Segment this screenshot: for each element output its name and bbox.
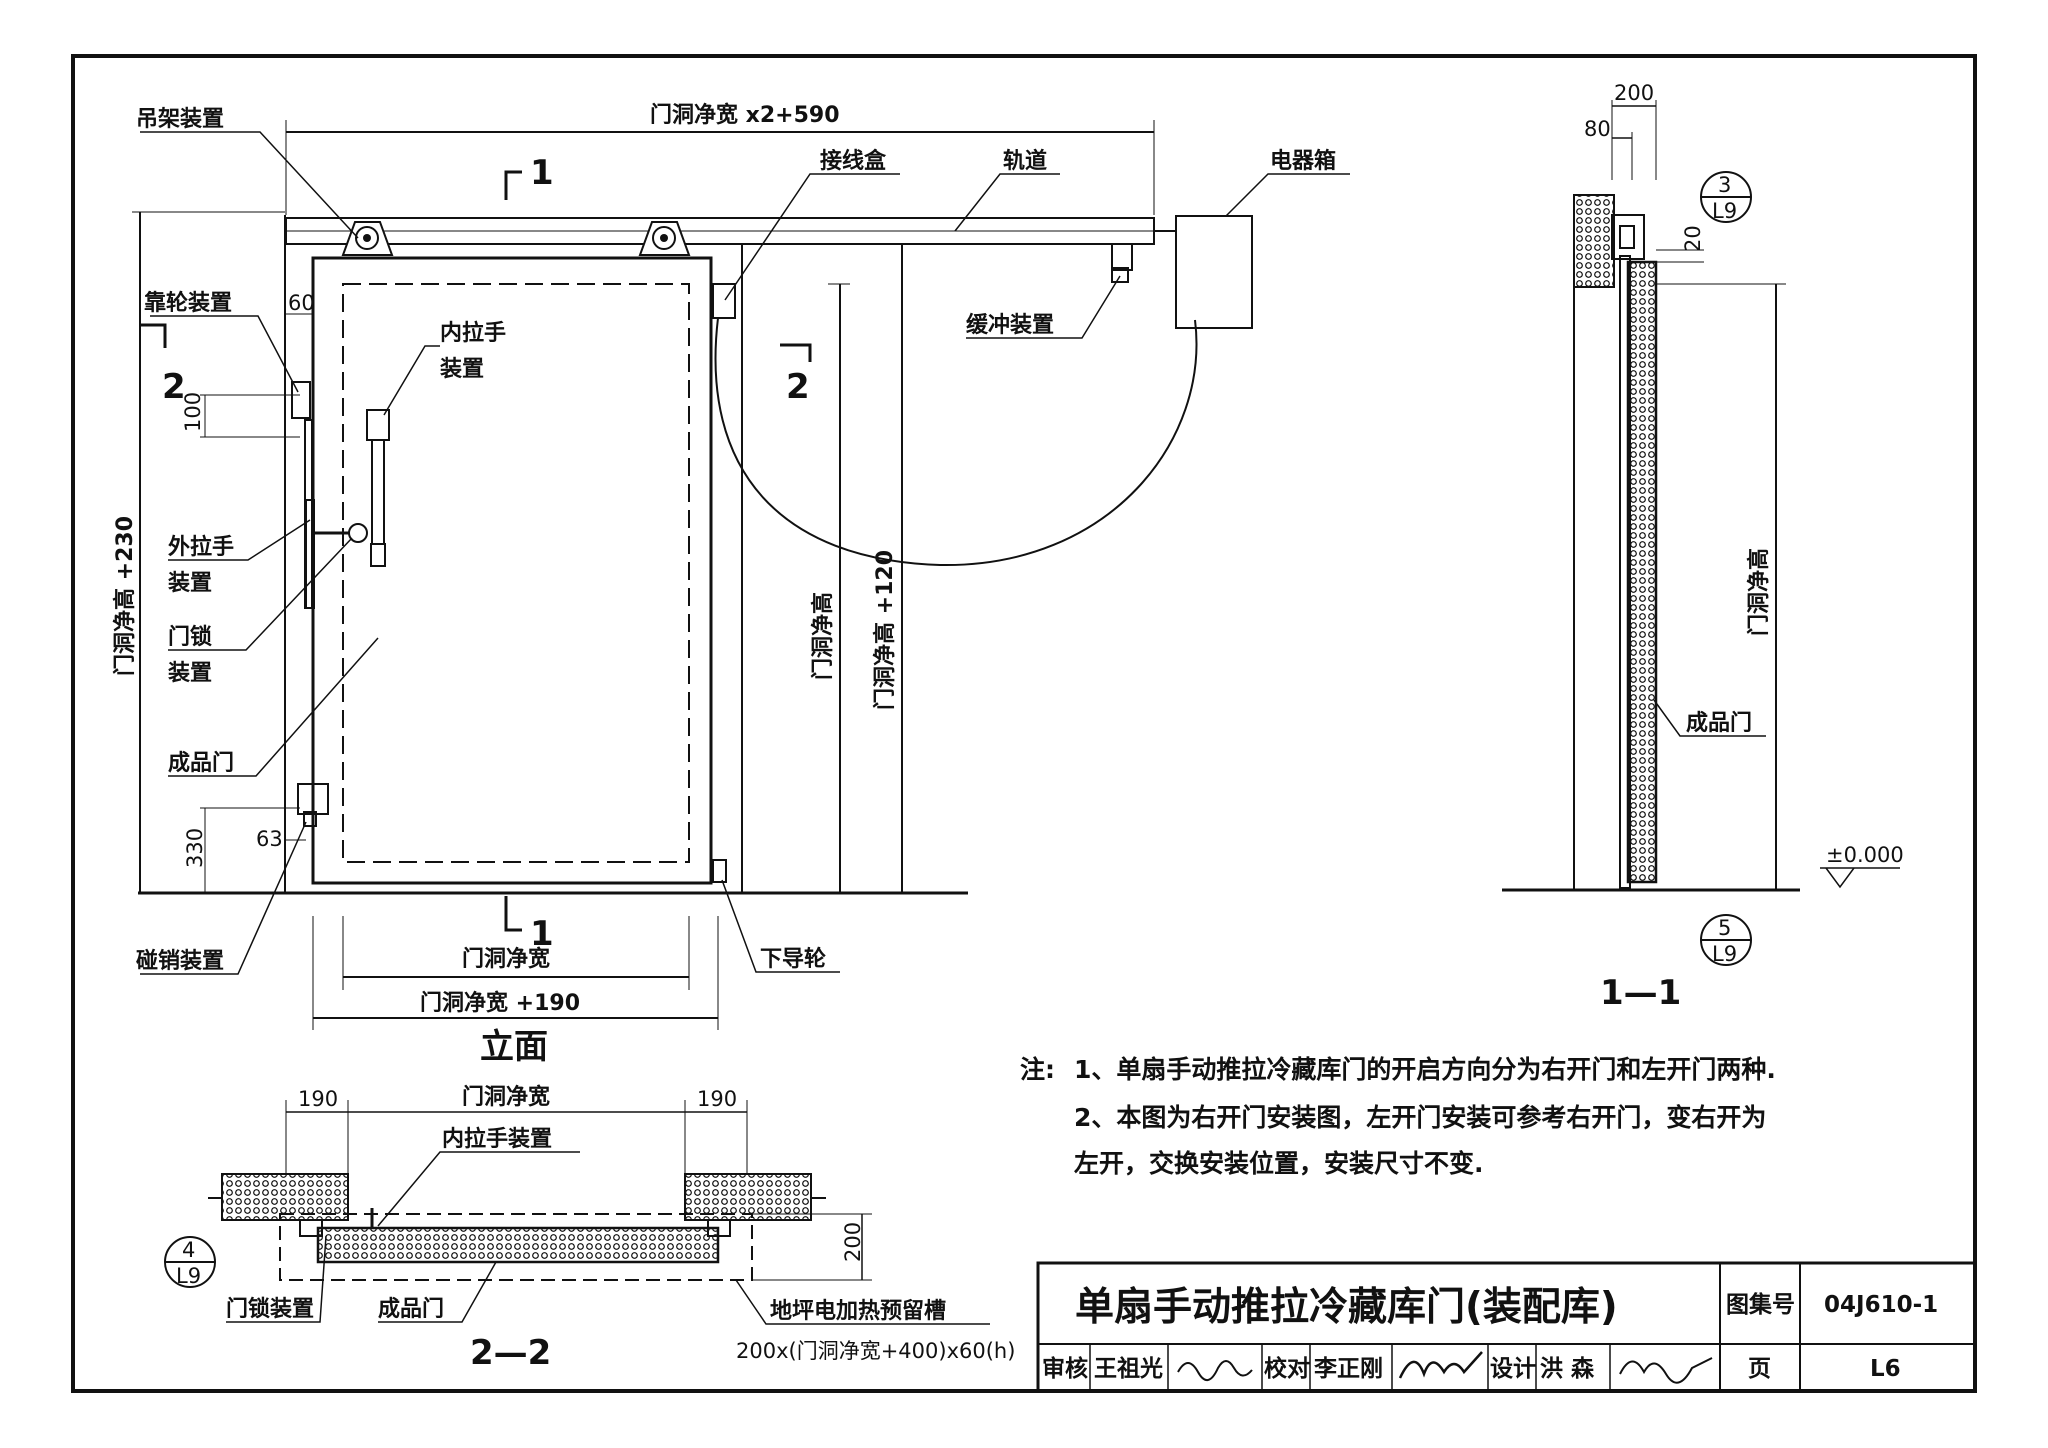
dim-190-left: 190: [298, 1087, 338, 1111]
dim-left-height: 门洞净高 +230: [112, 516, 138, 676]
reviewer-signature: [1177, 1360, 1253, 1381]
label-guide-wheel-device: 靠轮装置: [144, 290, 232, 316]
svg-text:5: 5: [1718, 916, 1731, 940]
dim-2-2-200: 200: [841, 1222, 865, 1262]
page-number: L6: [1870, 1356, 1901, 1382]
section-2-2-view: 190 190 门洞净宽 200 4 L9 内拉手装置 门锁装置 成品门 地坪电…: [164, 1084, 1015, 1373]
outer-handle: [305, 499, 315, 609]
notes-prefix: 注:: [1020, 1055, 1055, 1084]
label-outer-handle-2: 装置: [168, 571, 212, 596]
atlas-label: 图集号: [1726, 1291, 1795, 1318]
cable-arc: [714, 317, 1198, 567]
label-inner-handle-1: 内拉手: [440, 320, 506, 346]
dim-200: 200: [1614, 81, 1654, 105]
label-1-1-opening-height: 门洞净高: [1746, 548, 1772, 636]
svg-text:L9: L9: [1712, 942, 1737, 966]
label-heating-slot: 地坪电加热预留槽: [770, 1298, 946, 1324]
svg-text:L9: L9: [1712, 199, 1737, 223]
dim-80: 80: [1584, 117, 1611, 141]
dim-60: 60: [288, 291, 315, 315]
electric-box: [1175, 215, 1253, 329]
section-1-1-view: 200 80 20 3 L9 5 L9 门洞净高 成品门 ±0.000 1—1: [1502, 81, 1904, 1013]
section-2-2-title: 2—2: [470, 1333, 551, 1373]
review-label: 审核: [1042, 1355, 1088, 1382]
dim-100: 100: [181, 392, 205, 432]
level-mark: ±0.000: [1826, 843, 1904, 867]
dim-63: 63: [256, 827, 283, 851]
ref-4-L9: 4 L9: [164, 1236, 216, 1288]
note-line-1: 1、单扇手动推拉冷藏库门的开启方向分为右开门和左开门两种.: [1074, 1055, 1776, 1084]
sheet-border: [71, 54, 1977, 1393]
dim-330: 330: [183, 828, 207, 868]
door-inner-outline: [342, 283, 690, 863]
label-lower-guide-wheel: 下导轮: [760, 946, 826, 972]
label-track: 轨道: [1003, 148, 1047, 174]
dim-opening-height: 门洞净高: [810, 592, 836, 680]
section-mark-2-right: 2: [786, 367, 810, 407]
label-buffer: 缓冲装置: [966, 312, 1054, 338]
wall-panel-hatch: [1573, 194, 1615, 288]
label-outer-handle-1: 外拉手: [168, 534, 234, 560]
section-mark-1-top: 1: [530, 153, 554, 193]
guide-wheel-device: [291, 381, 311, 419]
finished-door-panel: [311, 256, 713, 885]
label-door-lock-2: 装置: [168, 661, 212, 686]
hanger-wheel-right: [638, 221, 691, 256]
label-inner-handle-2: 装置: [440, 357, 484, 382]
section-mark-2-left: 2: [162, 367, 186, 407]
title-block: 单扇手动推拉冷藏库门(装配库) 图集号 04J610-1 页 L6 审核 王祖光…: [1036, 1261, 1977, 1393]
junction-box: [712, 283, 736, 319]
atlas-number: 04J610-1: [1824, 1292, 1938, 1318]
bump-pin-device: [297, 783, 329, 815]
heating-slot-outline: [279, 1213, 753, 1281]
svg-text:4: 4: [182, 1238, 195, 1262]
designer-signature: [1619, 1357, 1713, 1384]
page-label: 页: [1748, 1356, 1771, 1382]
label-2-2-door-lock: 门锁装置: [226, 1296, 314, 1322]
svg-text:3: 3: [1718, 173, 1731, 197]
reviewer-name: 王祖光: [1094, 1356, 1163, 1382]
ref-5-L9: 5 L9: [1700, 914, 1752, 966]
ref-3-L9: 3 L9: [1700, 171, 1752, 223]
notes: 注: 1、单扇手动推拉冷藏库门的开启方向分为右开门和左开门两种. 2、本图为右开…: [1020, 1055, 1776, 1178]
label-hanger: 吊架装置: [136, 106, 224, 132]
design-label: 设计: [1490, 1356, 1536, 1382]
door-section-hatch: [316, 1226, 720, 1264]
dim-20: 20: [1681, 225, 1705, 252]
label-door-lock-1: 门锁: [168, 624, 212, 650]
section-1-1-title: 1—1: [1600, 973, 1681, 1013]
svg-text:L9: L9: [176, 1264, 201, 1288]
note-line-2: 2、本图为右开门安装图，左开门安装可参考右开门，变右开为: [1074, 1103, 1766, 1132]
note-line-3: 左开，交换安装位置，安装尺寸不变.: [1074, 1149, 1484, 1178]
door-lock: [348, 523, 368, 543]
label-electric-box: 电器箱: [1270, 148, 1336, 174]
designer-name: 洪 森: [1540, 1355, 1595, 1382]
label-2-2-finished-door: 成品门: [378, 1296, 444, 1322]
label-finished-door: 成品门: [168, 750, 234, 776]
section-mark-1-bottom: 1: [530, 914, 554, 954]
dim-bottom-width-plus: 门洞净宽 +190: [420, 990, 580, 1016]
hanger-wheel-left: [341, 221, 394, 256]
buffer-device: [1111, 243, 1133, 283]
dim-190-right: 190: [697, 1087, 737, 1111]
section-door-panel: [1626, 260, 1658, 884]
checker-name: 李正刚: [1314, 1356, 1383, 1382]
elevation-view: 门洞净宽 x2+590 1 1 2 2 门洞净高 +230 100 60 330…: [112, 102, 1350, 1067]
dim-top-width: 门洞净宽 x2+590: [650, 102, 840, 128]
dim-bottom-width: 门洞净宽: [462, 946, 550, 972]
elevation-title: 立面: [480, 1027, 548, 1067]
lower-guide-wheel: [712, 859, 727, 883]
label-junction-box: 接线盒: [820, 148, 887, 174]
label-1-1-finished-door: 成品门: [1686, 710, 1752, 736]
drawing-title: 单扇手动推拉冷藏库门(装配库): [1075, 1285, 1618, 1330]
checker-signature: [1398, 1351, 1483, 1379]
inner-handle: [366, 409, 390, 567]
label-2-2-inner-handle: 内拉手装置: [442, 1126, 552, 1152]
dim-opening-height-plus: 门洞净高 +120: [872, 550, 898, 710]
label-heating-slot-size: 200x(门洞净宽+400)x60(h): [736, 1339, 1015, 1363]
check-label: 校对: [1264, 1355, 1310, 1382]
dim-2-2-opening-width: 门洞净宽: [462, 1084, 550, 1110]
label-bump-pin: 碰销装置: [136, 948, 224, 974]
